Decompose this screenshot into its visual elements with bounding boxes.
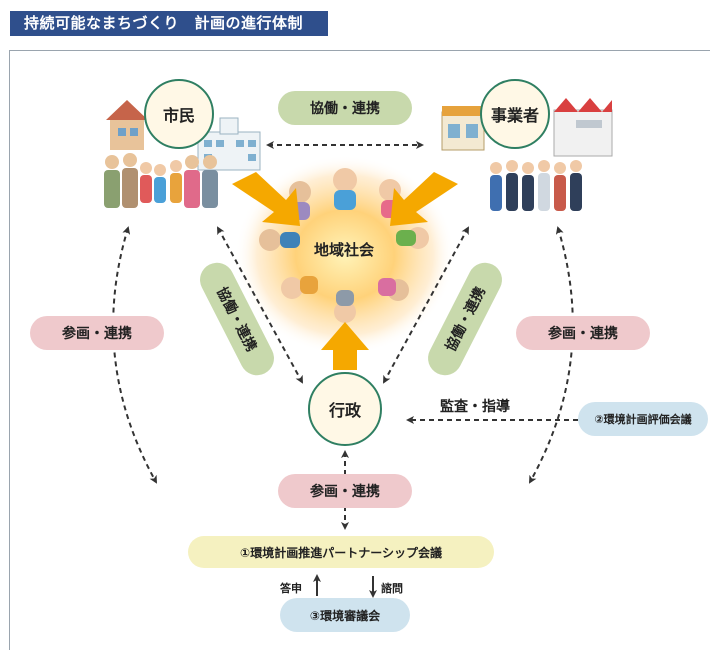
link-bottom-label: 参画・連携 xyxy=(278,474,412,508)
connector-right-inner xyxy=(383,226,469,384)
partnership-committee: ①環境計画推進パートナーシップ会議 xyxy=(188,536,494,568)
arrow-citizens-to-community xyxy=(232,172,300,226)
orange-arrows xyxy=(232,172,458,370)
inquiry-label: 諮問 xyxy=(381,582,403,595)
arrow-government-to-community xyxy=(321,322,369,370)
link-top-label: 協働・連携 xyxy=(278,91,412,125)
connector-left-outer xyxy=(112,226,157,484)
citizens-label: 市民 xyxy=(162,106,195,125)
connector-right-outer xyxy=(529,226,574,484)
link-right-outer-label: 参画・連携 xyxy=(516,316,650,350)
government-label: 行政 xyxy=(328,401,361,420)
government-node: 行政 xyxy=(308,372,382,446)
community-label: 地域社会 xyxy=(314,241,375,259)
citizens-illustration xyxy=(104,100,261,208)
business-illustration xyxy=(441,98,613,211)
council-committee: ③環境審議会 xyxy=(280,598,410,632)
link-left-outer-label: 参画・連携 xyxy=(30,316,164,350)
diagram-title: 持続可能なまちづくり 計画の進行体制 xyxy=(10,11,328,36)
business-node: 事業者 xyxy=(480,79,550,149)
answer-label: 答申 xyxy=(280,582,302,595)
diagram-frame xyxy=(9,50,710,650)
audit-label: 監査・指導 xyxy=(440,399,510,415)
citizens-node: 市民 xyxy=(144,79,214,149)
arrow-business-to-community xyxy=(390,172,458,226)
evaluation-committee: ②環境計画評価会議 xyxy=(578,402,708,436)
connector-left-inner xyxy=(217,226,303,384)
business-label: 事業者 xyxy=(490,106,539,125)
